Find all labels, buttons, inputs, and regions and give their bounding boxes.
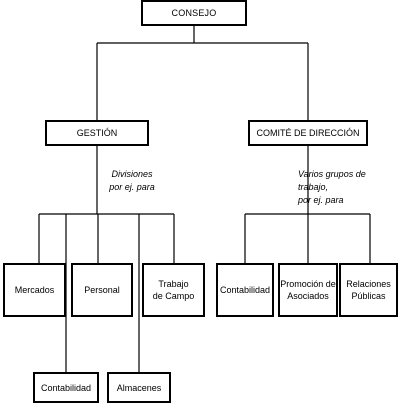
node-almacenes: Almacenes <box>107 372 171 403</box>
node-mercados: Mercados <box>3 263 66 317</box>
node-comite-direccion: COMITÉ DE DIRECCIÓN <box>248 120 368 146</box>
note-grupos-trabajo: Varios grupos de trabajo, por ej. para <box>298 169 366 205</box>
node-trabajo-de-campo: Trabajo de Campo <box>142 263 205 317</box>
node-promocion-asociados: Promoción de Asociados <box>278 263 338 317</box>
node-consejo: CONSEJO <box>141 0 247 26</box>
node-gestion: GESTIÓN <box>45 120 149 146</box>
note-divisiones: Divisiones por ej. para <box>109 169 155 192</box>
node-contabilidad-gestion: Contabilidad <box>33 372 99 403</box>
node-relaciones-publicas: Relaciones Públicas <box>339 263 398 317</box>
node-personal: Personal <box>71 263 133 317</box>
node-contabilidad-comite: Contabilidad <box>216 263 274 317</box>
